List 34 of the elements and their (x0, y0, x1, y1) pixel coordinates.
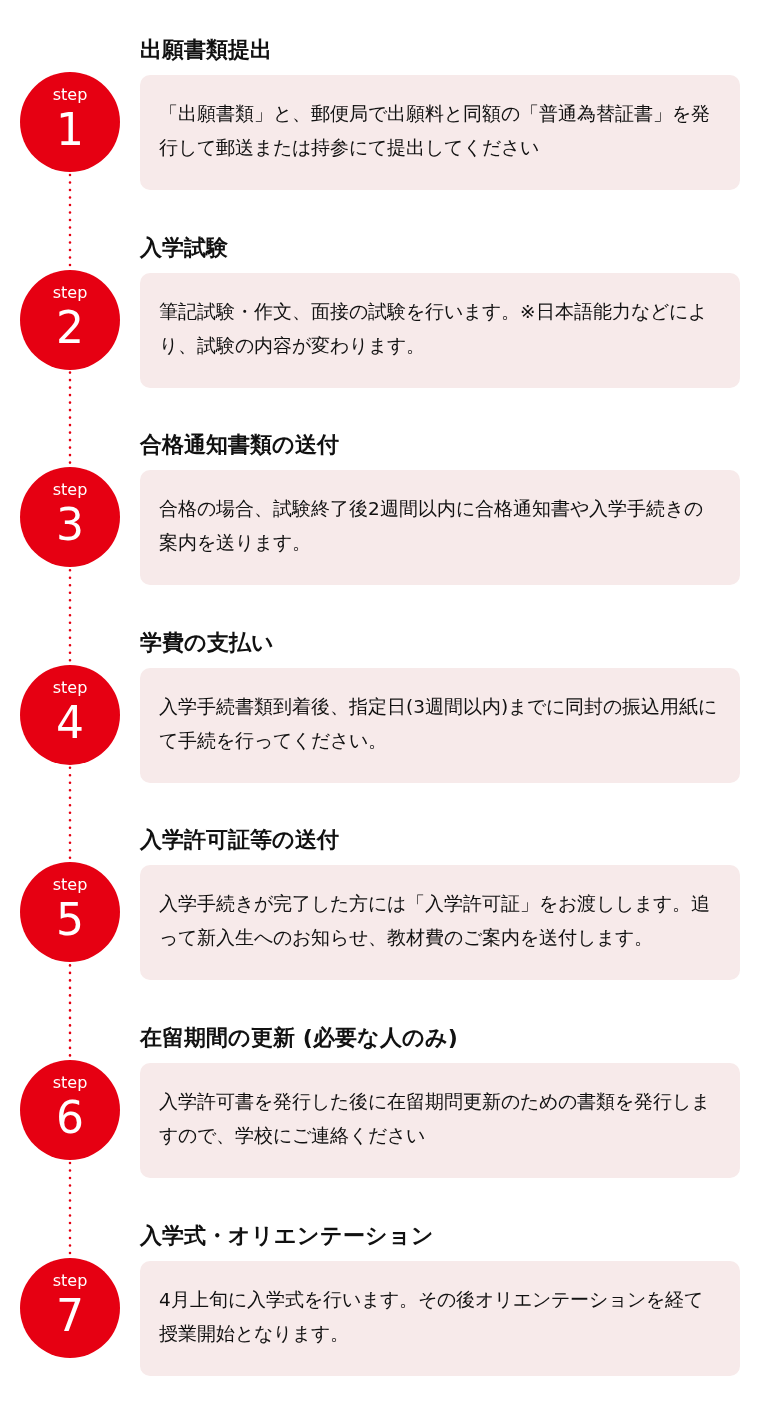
step-number: 1 (55, 104, 85, 156)
step-heading: 入学許可証等の送付 (140, 826, 339, 855)
text-box: 筆記試験・作文、面接の試験を行います。※日本語能力などにより、試験の内容が変わります。 (140, 272, 740, 388)
step-label: step (51, 1074, 89, 1092)
step-number: 5 (55, 894, 85, 947)
text-box: 4月上旬に入学式を行います。その後オリエンテーションを経て授業開始となります。 (140, 1260, 740, 1376)
step-heading: 在留期間の更新 (必要な人のみ) (140, 1024, 458, 1052)
text-box: 合格の場合、試験終了後2週間以内に合格通知書や入学手続きの案内を送ります。 (140, 470, 740, 586)
text-box: 「出願書類」と、郵便局で出願料と同額の「普通為替証書」を発行して郵送または持参にて提出してください (140, 75, 740, 190)
step-number: 2 (55, 301, 85, 354)
step-heading: 学費の支払い (140, 628, 274, 657)
step-number: 6 (55, 1092, 85, 1144)
step-label: step (51, 1271, 89, 1290)
step-heading: 入学試験 (140, 233, 228, 262)
step-label: step (51, 678, 89, 697)
step-number: 4 (55, 696, 85, 749)
text-box: 入学許可書を発行した後に在留期問更新のための書類を発行しますので、学校にご連絡ください (140, 1063, 740, 1178)
step-label: step (51, 876, 89, 895)
step-label: step (51, 481, 89, 500)
text-box: 入学手続書類到着後、指定日(3週間以内)までに同封の振込用紙にて手続を行ってください。 (140, 667, 740, 783)
step-label: step (51, 86, 89, 104)
step-heading: 出願書類提出 (140, 36, 272, 64)
dotted-connector (68, 568, 72, 664)
step-heading: 入学式・オリエンテーション (140, 1221, 434, 1250)
dotted-connector (68, 1161, 72, 1256)
dotted-connector (68, 766, 72, 861)
dotted-connector (68, 173, 72, 268)
step-label: step (51, 283, 89, 302)
dotted-connector (68, 371, 72, 466)
dotted-connector (68, 964, 72, 1059)
step-heading: 合格通知書類の送付 (140, 431, 339, 460)
text-box: 入学手続きが完了した方には「入学許可証」をお渡しします。追って新入生へのお知らせ、教材費のご案内を送付します。 (140, 865, 740, 981)
step-number: 3 (55, 499, 85, 552)
step-number: 7 (55, 1289, 85, 1342)
